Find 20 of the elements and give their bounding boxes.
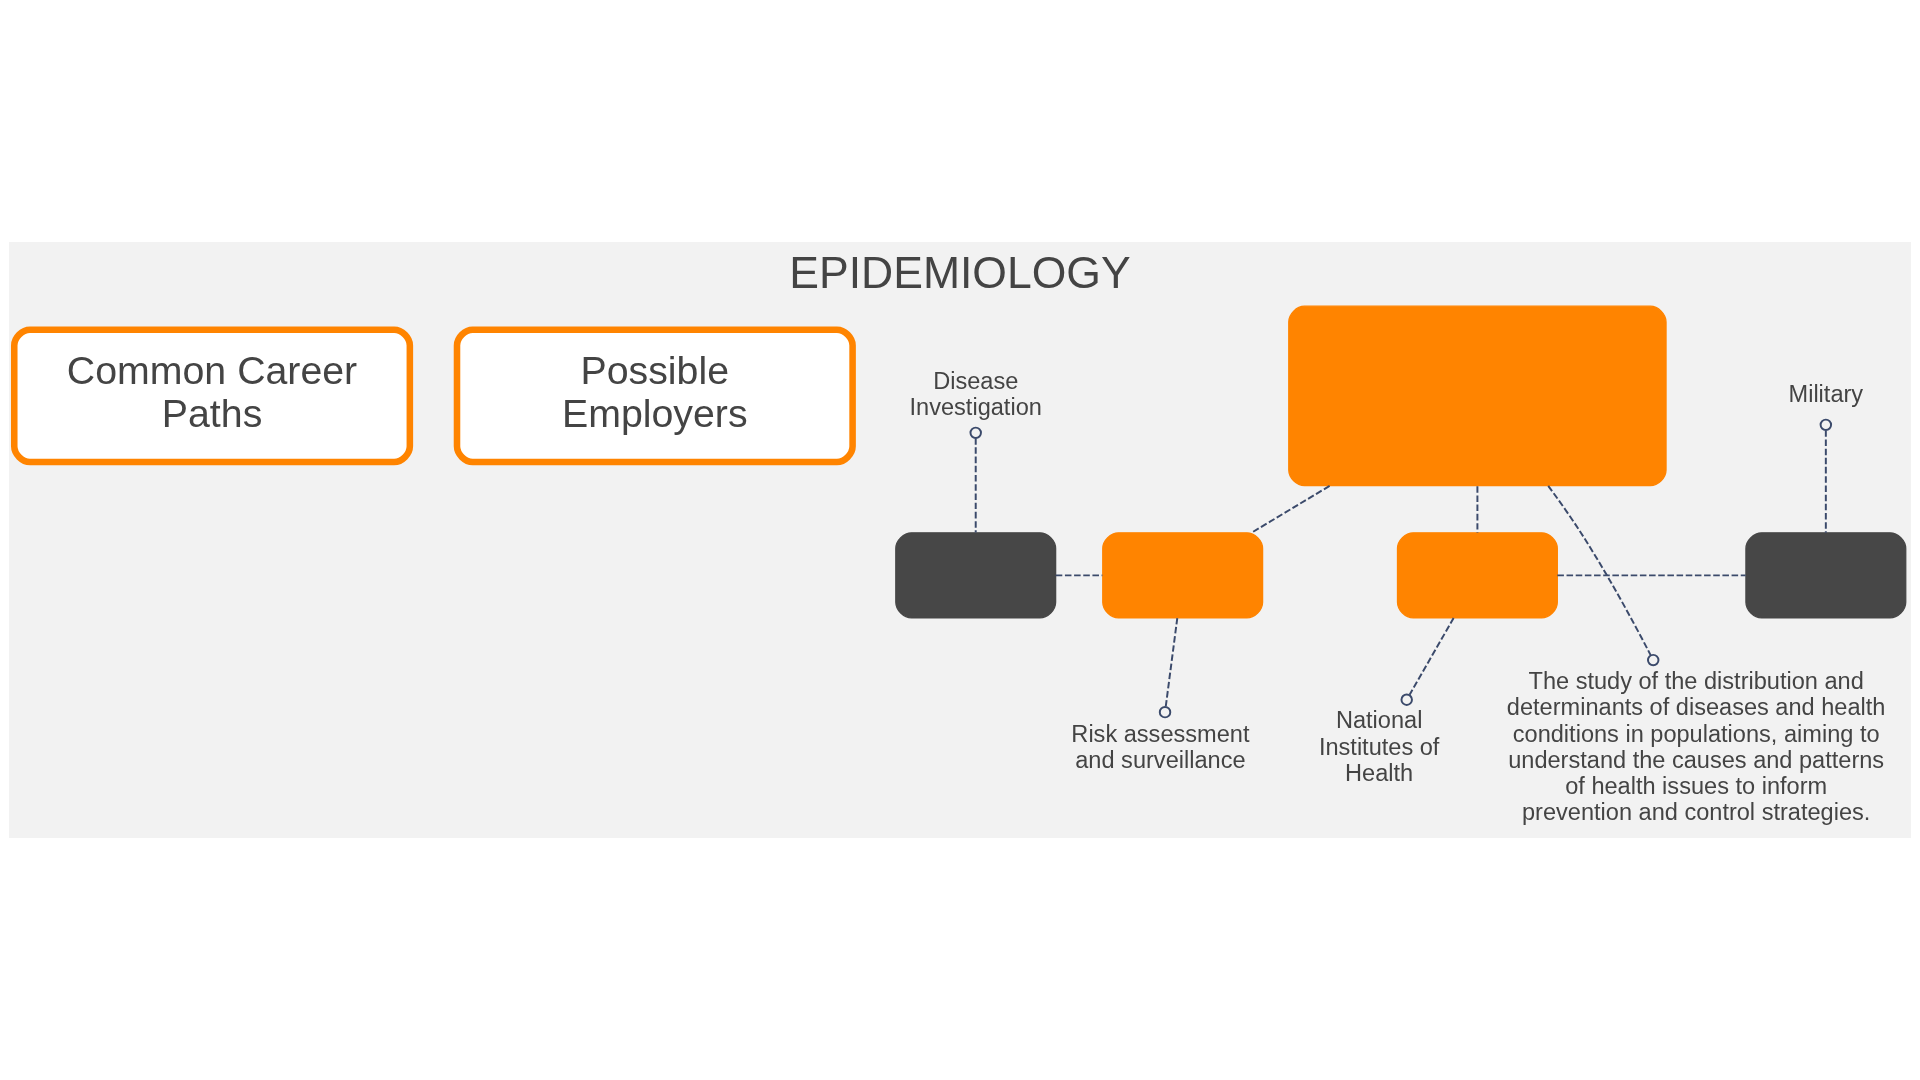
- node-box: [1745, 532, 1907, 619]
- node-box: [1396, 532, 1558, 619]
- node-text: Risk assessment and surveillance: [1071, 720, 1250, 773]
- node-box: Possible Employers: [453, 326, 856, 466]
- node-text: Military: [1788, 380, 1864, 407]
- connector: [1158, 617, 1179, 719]
- diagram-title: EPIDEMIOLOGY: [789, 248, 1131, 298]
- connector: [969, 426, 982, 534]
- connector: [1250, 484, 1331, 534]
- node-box: [1288, 305, 1667, 487]
- connector: [1400, 617, 1455, 706]
- node-text: National Institutes of Health: [1318, 707, 1440, 786]
- connector: [1556, 574, 1747, 577]
- node-text: Disease Investigation: [909, 367, 1042, 420]
- node-box: Common Career Paths: [11, 326, 414, 466]
- connector: [1819, 418, 1833, 534]
- node-box: [895, 532, 1057, 619]
- node-text: The study of the distribution and determinants of diseases and health conditions in populations, aiming to understand the causes and patterns of health issues to inform prevention and control strategies.: [1506, 668, 1886, 826]
- connector: [1547, 484, 1660, 667]
- node-box: [1102, 532, 1264, 619]
